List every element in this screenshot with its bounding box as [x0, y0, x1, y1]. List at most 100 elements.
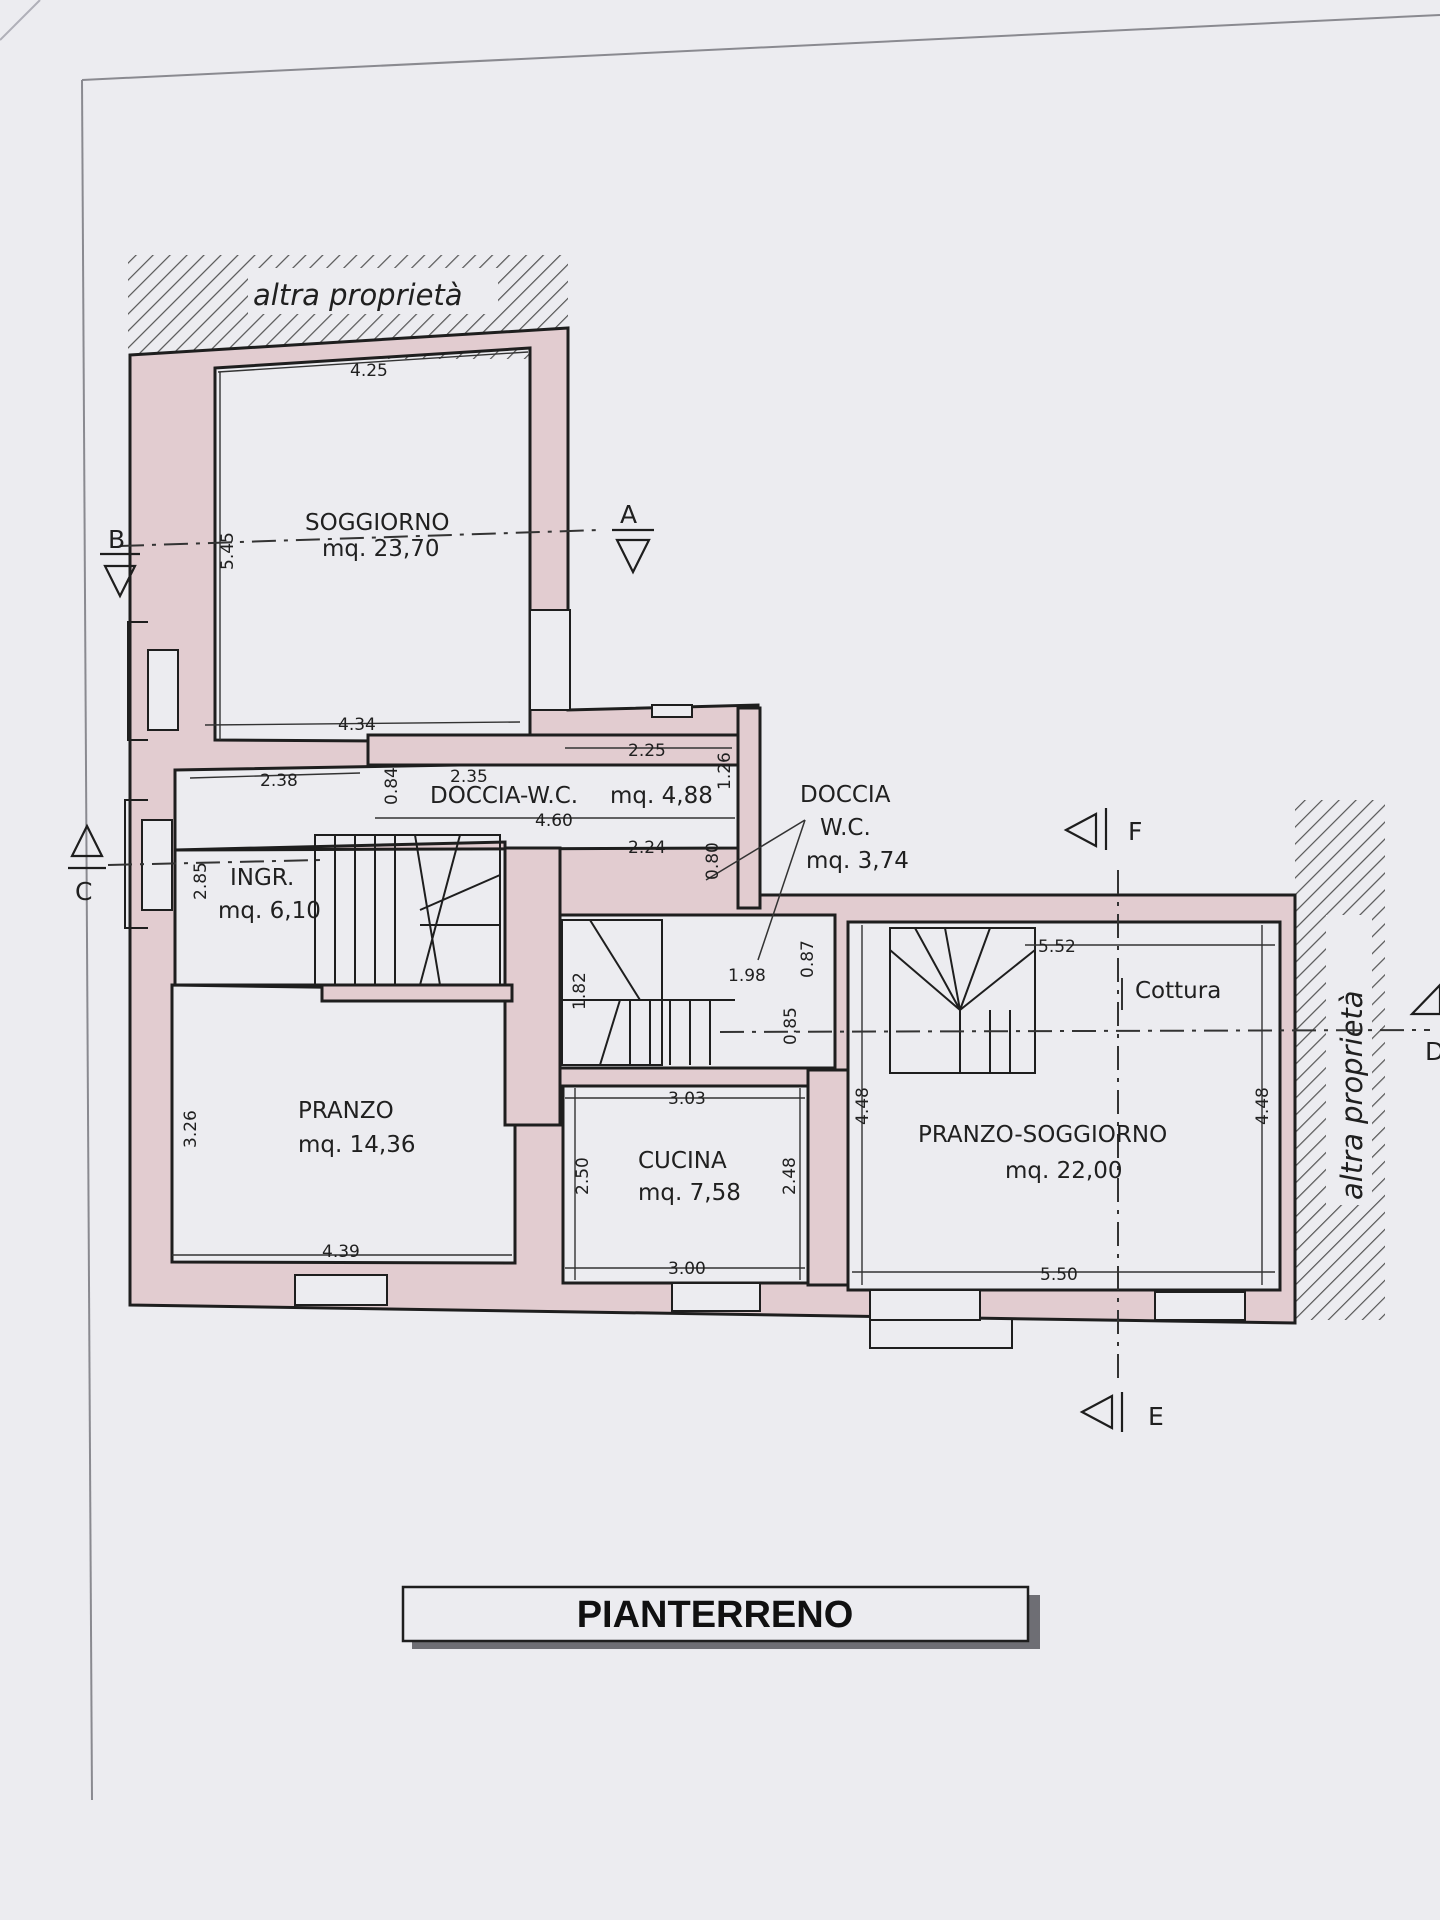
stair-central-steps	[562, 919, 735, 1066]
section-line-ab	[119, 529, 601, 547]
dim-cucina-top: 3.03	[668, 1089, 706, 1109]
neighbour-right: altra proprietà	[1295, 800, 1385, 1320]
dim-ingr-height: 2.85	[191, 862, 211, 900]
dim-pranzo-height: 3.26	[181, 1110, 201, 1148]
dimline-soggiorno-top	[217, 351, 529, 373]
dim-doccia1-top: 2.25	[628, 741, 666, 761]
dim-stair-height: 1.82	[570, 972, 590, 1010]
marker-d-triangle	[1409, 983, 1440, 1016]
window-cucina	[671, 1282, 761, 1312]
dim-pranzo-width: 4.39	[322, 1242, 360, 1262]
section-lines	[107, 529, 1431, 1380]
stair-ingr-steps	[334, 834, 501, 986]
dim-doccia1-width: 2.35	[450, 767, 488, 787]
room-pranzo-name: PRANZO	[298, 1098, 394, 1124]
dim-ps-top: 5.52	[1038, 937, 1076, 957]
step-left-1	[127, 621, 148, 741]
window-soggiorno-right	[529, 609, 571, 711]
page-edge	[0, 0, 41, 41]
room-ps-name: PRANZO-SOGGIORNO	[918, 1122, 1167, 1148]
room-cucina-area: mq. 7,58	[638, 1180, 741, 1206]
wall-doccia-right	[736, 706, 762, 910]
room-soggiorno-name: SOGGIORNO	[305, 510, 450, 536]
stair-ps-steps	[889, 927, 1036, 1073]
window-doccia-top	[651, 704, 693, 718]
dim-ps-bottom: 5.50	[1040, 1265, 1078, 1285]
neighbour-right-label: altra proprietà	[1335, 990, 1369, 1200]
leader-doccia2-a	[705, 819, 806, 881]
dim-doccia1-bottom: 4.60	[535, 811, 573, 831]
title-box-frame	[401, 1585, 1030, 1643]
marker-e-label: E	[1148, 1402, 1164, 1431]
marker-e-triangle	[1079, 1394, 1114, 1430]
drawing-frame	[81, 14, 1440, 81]
wall-cucina-top	[558, 1066, 837, 1088]
room-ingr-area: mq. 6,10	[218, 898, 321, 924]
room-cucina-name: CUCINA	[638, 1148, 727, 1174]
marker-a-triangle	[615, 538, 651, 575]
dim-soggiorno-top: 4.25	[350, 361, 388, 381]
door-main	[869, 1289, 981, 1321]
door-ingr	[141, 819, 173, 911]
leader-doccia2-b	[757, 819, 806, 961]
stair-ps	[889, 927, 1036, 1074]
section-line-d	[719, 1029, 1431, 1033]
section-markers	[68, 528, 1440, 1432]
room-doccia2-name-2: W.C.	[820, 815, 871, 841]
stairs	[314, 834, 1036, 1074]
dim-doccia2-height: 0.80	[703, 842, 723, 880]
dim-passage-depth: 0.85	[781, 1007, 801, 1045]
marker-d-label: D	[1425, 1037, 1440, 1066]
plan-title: PIANTERRENO	[577, 1594, 854, 1636]
dim-ingr-width: 2.38	[260, 771, 298, 791]
wall-doccia-top	[366, 733, 740, 767]
dim-doccia2-width: 2.24	[628, 838, 666, 858]
wall-pranzo-top	[320, 983, 514, 1003]
room-doccia2-area: mq. 3,74	[806, 848, 909, 874]
room-doccia1-name: DOCCIA-W.C.	[430, 783, 578, 809]
marker-c-triangle	[70, 823, 104, 858]
marker-f-label: F	[1128, 817, 1142, 846]
wall-central	[503, 846, 562, 1127]
marker-f-triangle	[1063, 812, 1098, 848]
dim-cucina-bottom: 3.00	[668, 1259, 706, 1279]
window-pranzo	[294, 1274, 388, 1306]
window-ps	[1154, 1291, 1246, 1321]
dimline-soggiorno-bottom	[204, 721, 521, 726]
marker-a-label: A	[620, 500, 637, 529]
drawing-frame-left	[81, 79, 93, 1801]
dim-soggiorno-height: 5.45	[218, 532, 238, 570]
stair-ingr	[314, 834, 501, 986]
neighbour-top-label: altra proprietà	[253, 278, 463, 312]
room-soggiorno-area: mq. 23,70	[322, 536, 439, 562]
marker-c-label: C	[75, 877, 92, 906]
dim-ps-right: 4.48	[1253, 1087, 1273, 1125]
dimension-lines	[172, 351, 1275, 1285]
dim-passage-height: 0.87	[798, 940, 818, 978]
room-pranzo-area: mq. 14,36	[298, 1132, 415, 1158]
room-ps-area: mq. 22,00	[1005, 1158, 1122, 1184]
dim-soggiorno-bottom: 4.34	[338, 715, 376, 735]
stair-central	[561, 919, 663, 1066]
dim-cucina-left: 2.50	[573, 1157, 593, 1195]
dimline-ingr	[189, 772, 361, 779]
wall-passage	[806, 1068, 850, 1287]
room-doccia1-area: mq. 4,88	[610, 783, 713, 809]
walls	[128, 326, 1297, 1325]
dim-doccia1-left: 0.84	[382, 767, 402, 805]
dim-doccia1-right: 1.26	[715, 752, 735, 790]
dim-stair-width: 1.98	[728, 966, 766, 986]
window-soggiorno-left	[147, 649, 179, 731]
openings	[141, 609, 1246, 1321]
marker-b-triangle	[103, 564, 137, 599]
zone-cottura: Cottura	[1135, 978, 1221, 1004]
marker-b-label: B	[108, 525, 125, 554]
room-doccia2-name-1: DOCCIA	[800, 782, 891, 808]
title-box: PIANTERRENO	[401, 1585, 1040, 1649]
step-main	[869, 1320, 1013, 1349]
dim-cucina-right: 2.48	[780, 1157, 800, 1195]
room-ingr-name: INGR.	[230, 865, 294, 891]
dim-ps-left: 4.48	[853, 1087, 873, 1125]
section-line-c	[107, 859, 321, 866]
